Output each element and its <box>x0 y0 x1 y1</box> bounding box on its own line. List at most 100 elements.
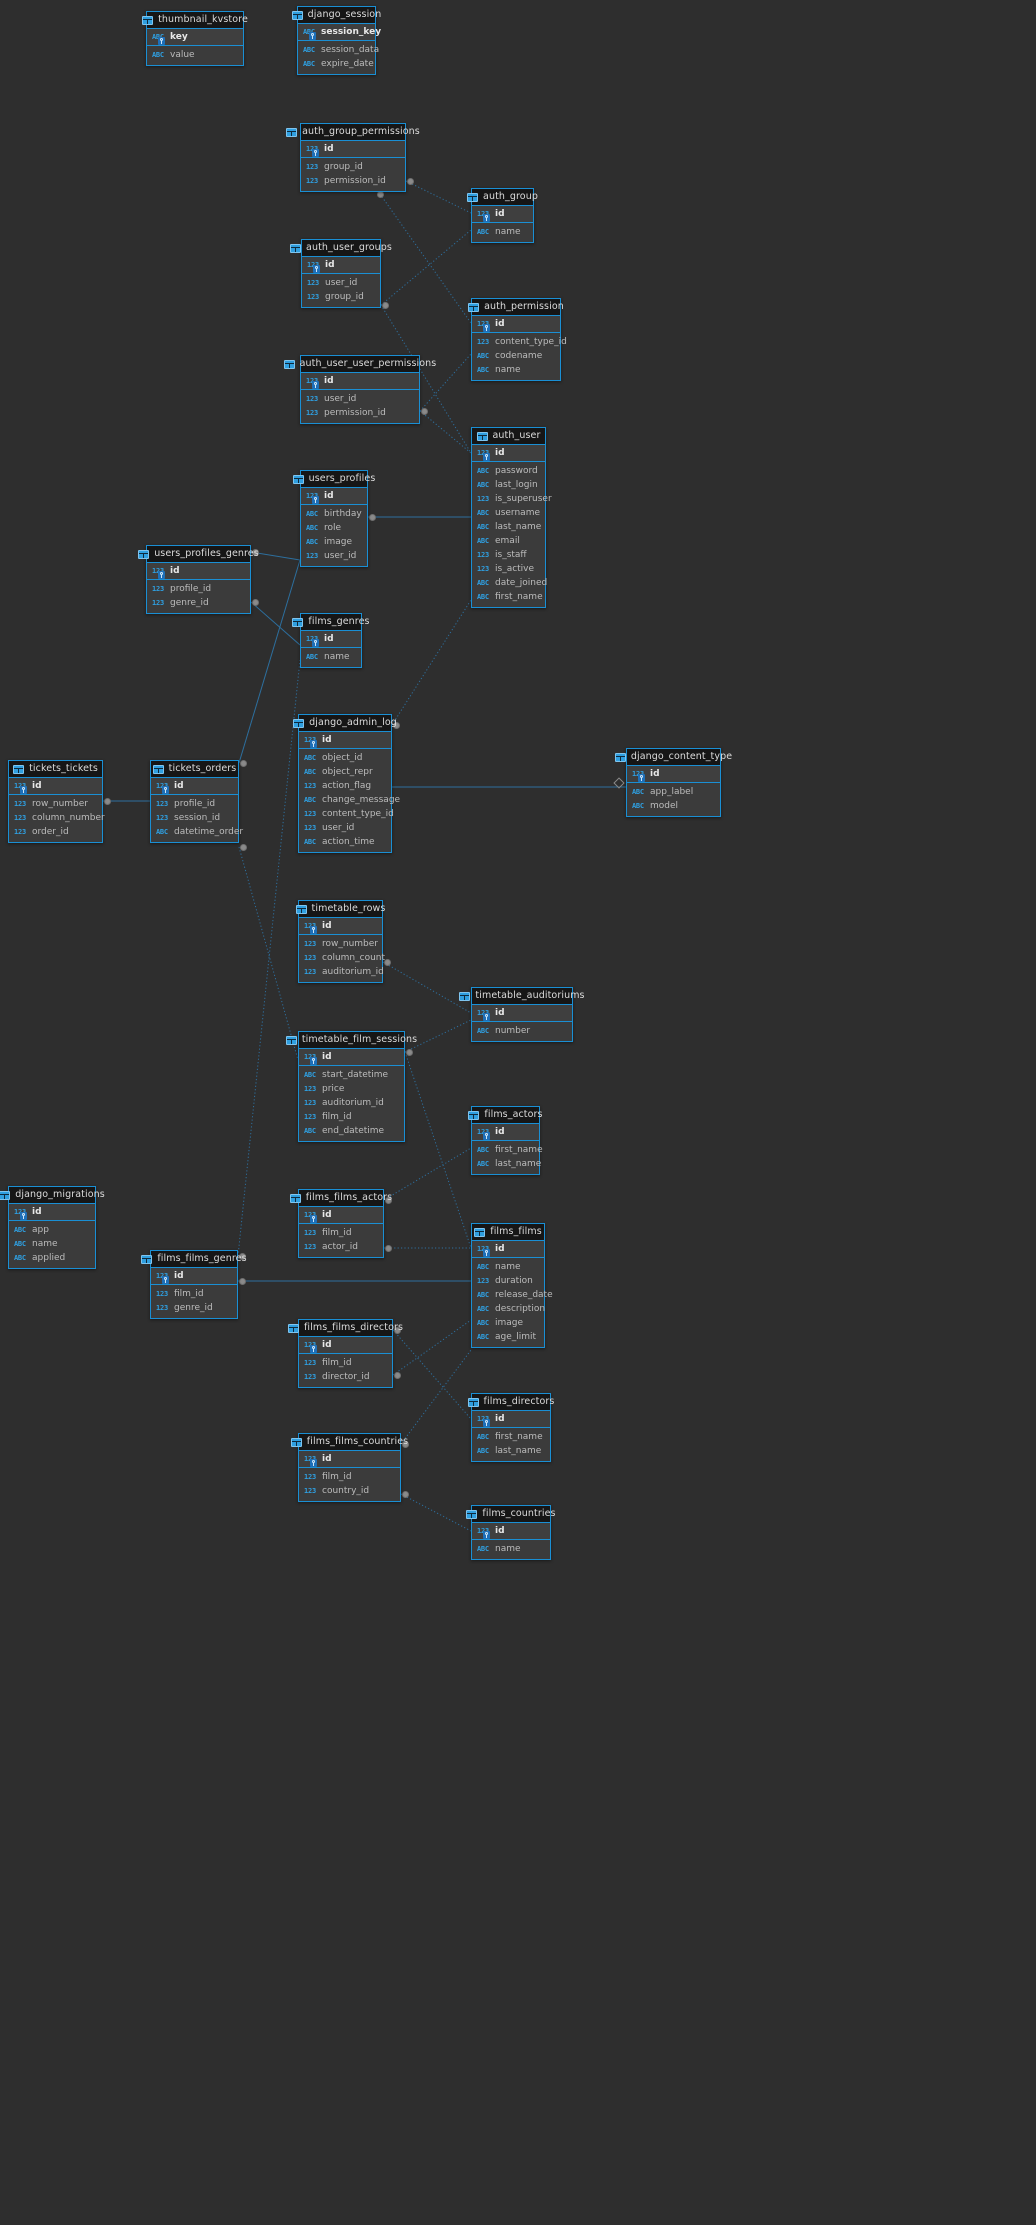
table-auth_user[interactable]: auth_user123idABCpasswordABClast_login12… <box>471 427 552 608</box>
primary-key-row[interactable]: 123id <box>299 1337 392 1354</box>
relation-endpoint-dot[interactable] <box>103 797 111 805</box>
table-header-timetable_rows[interactable]: timetable_rows <box>295 901 385 918</box>
table-films_directors[interactable]: films_directors123idABCfirst_nameABClast… <box>467 1393 554 1462</box>
table-tickets_orders[interactable]: tickets_orders123id123profile_id123sessi… <box>150 760 243 843</box>
table-header-films_films_actors[interactable]: films_films_actors <box>289 1190 392 1207</box>
table-header-timetable_auditoriums[interactable]: timetable_auditoriums <box>459 988 585 1005</box>
relation-films_films_directors-to-films_directors[interactable] <box>392 1329 472 1420</box>
table-header-thumbnail_kvstore[interactable]: thumbnail_kvstore <box>142 12 248 29</box>
relation-endpoint-dot[interactable] <box>406 177 414 185</box>
relation-users_profiles_genres-to-users_profiles[interactable] <box>250 551 301 561</box>
table-auth_permission[interactable]: auth_permission123id123content_type_idAB… <box>468 298 567 381</box>
table-header-django_migrations[interactable]: django_migrations <box>0 1187 105 1204</box>
relation-films_films_countries-to-films_films[interactable] <box>400 1349 472 1445</box>
primary-key-row[interactable]: 123id <box>472 1411 550 1428</box>
relation-auth_group_permissions-to-auth_permission[interactable] <box>379 193 472 324</box>
primary-key-row[interactable]: ABCkey <box>147 29 243 46</box>
relation-endpoint-dot[interactable] <box>393 1326 401 1334</box>
relation-endpoint-dot[interactable] <box>393 1371 401 1379</box>
table-timetable_auditoriums[interactable]: timetable_auditoriums123idABCnumber <box>459 987 585 1042</box>
table-django_admin_log[interactable]: django_admin_log123idABCobject_idABCobje… <box>293 714 400 853</box>
relation-endpoint-dot[interactable] <box>381 301 389 309</box>
table-django_session[interactable]: django_sessionABCsession_keyABCsession_d… <box>291 6 381 75</box>
table-header-films_genres[interactable]: films_genres <box>292 614 369 631</box>
relation-films_films_actors-to-films_actors[interactable] <box>383 1147 472 1201</box>
table-header-films_films_directors[interactable]: films_films_directors <box>287 1320 403 1337</box>
table-header-films_films[interactable]: films_films <box>472 1224 544 1241</box>
primary-key-row[interactable]: 123id <box>147 563 250 580</box>
relation-endpoint-dot[interactable] <box>384 1244 392 1252</box>
primary-key-row[interactable]: 123id <box>299 1049 404 1066</box>
relation-users_profiles_genres-to-films_genres[interactable] <box>250 601 301 646</box>
table-header-films_films_genres[interactable]: films_films_genres <box>141 1251 247 1268</box>
table-header-auth_group[interactable]: auth_group <box>467 189 538 206</box>
relation-auth_user_user_permissions-to-auth_permission[interactable] <box>419 353 472 412</box>
table-header-django_session[interactable]: django_session <box>291 7 381 24</box>
primary-key-row[interactable]: 123id <box>9 1204 95 1221</box>
relation-django_admin_log-to-auth_user[interactable] <box>391 599 472 726</box>
table-auth_group[interactable]: auth_group123idABCname <box>467 188 538 243</box>
relation-endpoint-dot[interactable] <box>251 548 259 556</box>
table-timetable_film_sessions[interactable]: timetable_film_sessions123idABCstart_dat… <box>285 1031 417 1142</box>
table-auth_user_user_permissions[interactable]: auth_user_user_permissions123id123user_i… <box>283 355 436 424</box>
table-films_genres[interactable]: films_genres123idABCname <box>292 613 369 668</box>
table-header-auth_group_permissions[interactable]: auth_group_permissions <box>286 124 420 141</box>
relation-endpoint-dot[interactable] <box>392 721 400 729</box>
relation-endpoint-dot[interactable] <box>401 1440 409 1448</box>
relation-auth_user_groups-to-auth_group[interactable] <box>380 229 472 306</box>
primary-key-row[interactable]: 123id <box>9 778 102 795</box>
primary-key-row[interactable]: 123id <box>299 1207 383 1224</box>
relation-endpoint-dot[interactable] <box>238 1277 246 1285</box>
primary-key-row[interactable]: 123id <box>301 631 361 648</box>
relation-auth_user_user_permissions-to-auth_user[interactable] <box>419 410 472 454</box>
primary-key-row[interactable]: 123id <box>472 1241 544 1258</box>
primary-key-row[interactable]: 123id <box>301 488 367 505</box>
primary-key-row[interactable]: 123id <box>299 732 391 749</box>
primary-key-row[interactable]: 123id <box>472 445 545 462</box>
primary-key-row[interactable]: 123id <box>472 316 560 333</box>
table-films_films[interactable]: films_films123idABCname123durationABCrel… <box>471 1223 553 1348</box>
primary-key-row[interactable]: 123id <box>627 766 720 783</box>
table-auth_group_permissions[interactable]: auth_group_permissions123id123group_id12… <box>286 123 420 192</box>
table-auth_user_groups[interactable]: auth_user_groups123id123user_id123group_… <box>290 239 392 308</box>
relation-tickets_orders-to-timetable_film_sessions[interactable] <box>238 846 299 1061</box>
table-films_films_genres[interactable]: films_films_genres123id123film_id123genr… <box>141 1250 247 1319</box>
table-header-django_admin_log[interactable]: django_admin_log <box>293 715 397 732</box>
primary-key-row[interactable]: 123id <box>299 1451 400 1468</box>
relation-endpoint-dot[interactable] <box>251 598 259 606</box>
table-header-timetable_film_sessions[interactable]: timetable_film_sessions <box>285 1032 417 1049</box>
